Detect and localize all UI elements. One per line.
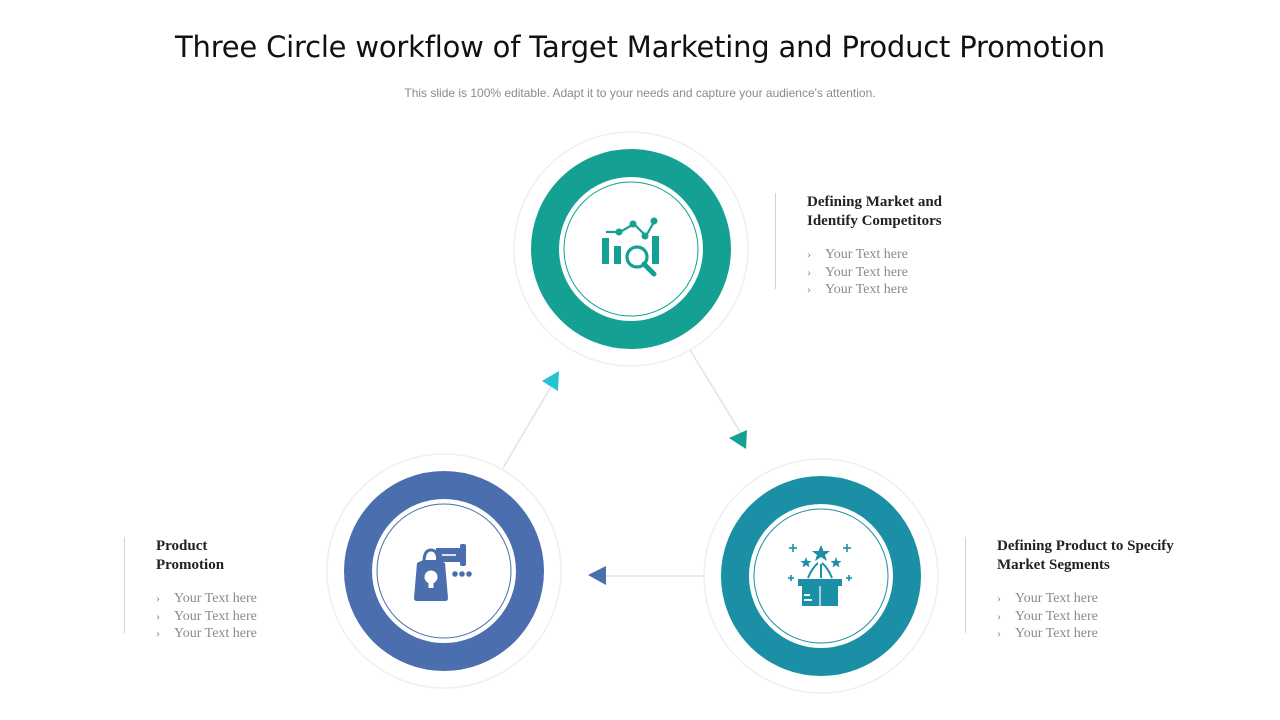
list-item: ›Your Text here [997,626,1098,641]
list-item: ›Your Text here [997,591,1098,606]
list-item: ›Your Text here [156,608,257,624]
list-item: ›Your Text here [156,626,257,641]
list-item: ›Your Text here [156,591,257,606]
arrow-to-top-circle [542,371,559,391]
connector-top-to-right [689,349,746,441]
arrow-to-right-circle [729,430,747,449]
connector-left-to-top [502,384,553,469]
divider-line [965,537,966,633]
divider-line [775,193,776,289]
text-block-right: Defining Product to Specify Market Segme… [965,537,1174,643]
bullet-list: ›Your Text here ›Your Text here ›Your Te… [807,246,942,299]
text-block-top: Defining Market and Identify Competitors… [775,193,942,299]
page-subtitle: This slide is 100% editable. Adapt it to… [404,86,876,100]
bullet-list: ›Your Text here ›Your Text here ›Your Te… [997,590,1174,643]
divider-line [124,537,125,633]
block-heading: Defining Market and Identify Competitors [807,194,942,229]
list-item: ›Your Text here [997,608,1098,624]
bullet-list: ›Your Text here ›Your Text here ›Your Te… [156,590,257,643]
list-item: ›Your Text here [807,264,908,280]
page-title: Three Circle workflow of Target Marketin… [175,30,1105,64]
text-block-left: Product Promotion ›Your Text here ›Your … [124,537,257,643]
block-heading: Defining Product to Specify Market Segme… [997,538,1174,573]
block-heading: Product Promotion [156,538,225,573]
analytics-chart-magnifier-icon [602,217,659,277]
list-item: ›Your Text here [807,247,908,262]
gift-box-stars-icon [788,544,852,606]
list-item: ›Your Text here [807,282,908,297]
arrow-to-left-circle [588,566,606,585]
promotion-bag-megaphone-icon [414,544,472,601]
